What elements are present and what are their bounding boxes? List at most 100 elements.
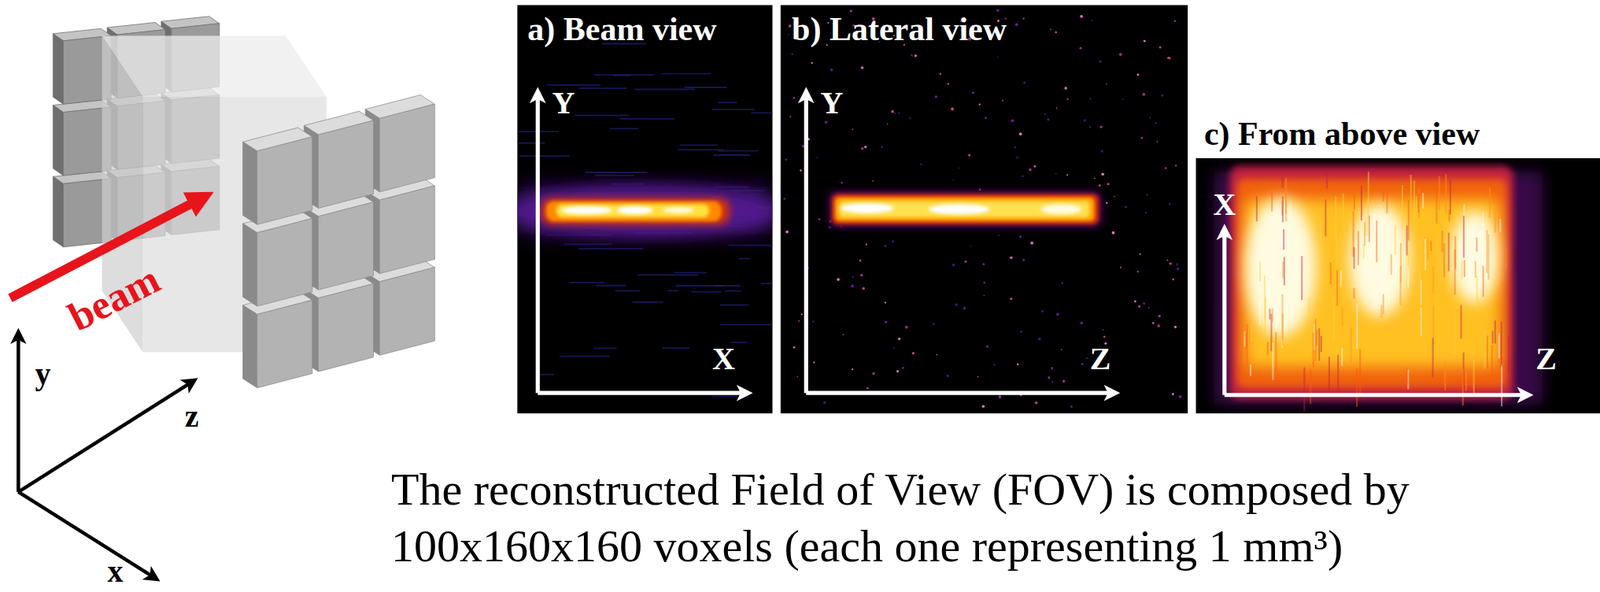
panel-title: a) Beam view [527, 12, 717, 46]
noise-dot [952, 179, 954, 182]
noise-dot [789, 115, 791, 118]
noise-streak [1349, 327, 1352, 363]
noise-dot [1016, 362, 1020, 366]
block-face [257, 218, 313, 307]
block-side [52, 176, 63, 247]
noise-dot [1174, 20, 1177, 23]
noise-streak [1320, 336, 1323, 352]
noise-dot [866, 387, 869, 390]
noise-dot [1167, 56, 1170, 60]
noise-streak [1328, 356, 1331, 395]
noise-streak [1308, 297, 1310, 327]
noise-streak [667, 289, 679, 292]
noise-streak [1341, 307, 1344, 326]
noise-dot [1112, 231, 1116, 235]
noise-dot [1149, 116, 1152, 119]
noise-streak [1382, 188, 1385, 202]
noise-dot [1067, 98, 1069, 100]
noise-dot [852, 276, 855, 279]
noise-dot [799, 169, 802, 171]
axis-arrow [18, 380, 194, 492]
noise-dot [884, 244, 887, 248]
noise-streak [1285, 177, 1287, 222]
noise-streak [1419, 238, 1422, 252]
noise-dot [886, 123, 889, 126]
noise-streak [1315, 318, 1317, 361]
noise-streak [1407, 266, 1409, 289]
noise-streak [1382, 293, 1385, 315]
noise-streak [1341, 347, 1343, 366]
heat-map [1214, 166, 1543, 411]
axis-label: z [184, 400, 200, 433]
noise-streak [609, 127, 639, 130]
noise-streak [1441, 230, 1444, 253]
detector-block [243, 127, 313, 225]
noise-dot [788, 24, 792, 28]
noise-dot [1137, 270, 1139, 273]
noise-streak [1486, 335, 1489, 368]
noise-streak [1353, 194, 1356, 211]
noise-dot [1079, 321, 1083, 324]
noise-dot [1168, 203, 1171, 205]
detector-block [303, 192, 374, 290]
noise-streak [1315, 329, 1318, 345]
noise-streak [1333, 297, 1335, 342]
noise-streak [1390, 254, 1393, 275]
noise-dot [912, 351, 915, 355]
noise-dot [1051, 380, 1054, 384]
noise-streak [1444, 361, 1446, 392]
noise-dot [1034, 401, 1038, 404]
noise-streak [1476, 275, 1479, 314]
noise-streak [711, 108, 754, 111]
noise-dot [860, 66, 864, 69]
image-panel: b) Lateral viewYZ [780, 4, 1188, 414]
noise-streak [1499, 218, 1501, 233]
noise-dot [1146, 194, 1149, 196]
noise-streak [739, 258, 751, 260]
block-face [379, 103, 435, 193]
axis-label: Y [820, 87, 843, 119]
noise-dot [810, 62, 813, 64]
noise-streak [1381, 254, 1383, 286]
noise-streak [1415, 196, 1418, 218]
noise-streak [661, 73, 711, 75]
block-face [318, 283, 374, 372]
noise-dot [1061, 281, 1064, 284]
noise-streak [1492, 330, 1494, 344]
noise-streak [1356, 368, 1358, 407]
noise-streak [1489, 187, 1491, 218]
noise-dot [1089, 126, 1091, 129]
noise-dot [1022, 258, 1025, 262]
block-side [243, 305, 258, 388]
noise-streak [1449, 179, 1452, 215]
noise-dot [970, 245, 972, 248]
noise-dot [1015, 22, 1019, 26]
axis-arrow [18, 491, 156, 579]
noise-streak [728, 244, 773, 247]
noise-dot [1103, 336, 1106, 339]
noise-dot [1023, 81, 1026, 85]
noise-streak [724, 290, 742, 292]
noise-dot [864, 145, 867, 148]
noise-streak [546, 84, 601, 86]
noise-dot [865, 243, 868, 245]
noise-streak [1448, 232, 1450, 272]
noise-dot [958, 167, 961, 170]
noise-streak [1485, 229, 1488, 273]
noise-dot [901, 366, 905, 370]
noise-dot [1055, 173, 1057, 175]
panel-title: b) Lateral view [791, 12, 1007, 46]
noise-dot [1140, 136, 1143, 140]
noise-dot [840, 181, 843, 185]
noise-dot [934, 95, 938, 98]
noise-streak [1336, 270, 1338, 307]
noise-dot [1009, 256, 1013, 259]
noise-streak [1484, 328, 1486, 370]
noise-dot [859, 259, 862, 263]
image-panel: c) From above viewXZ [1196, 110, 1600, 414]
noise-streak [1401, 184, 1404, 229]
noise-streak [1282, 229, 1285, 250]
noise-dot [968, 153, 971, 156]
noise-streak [1285, 193, 1287, 214]
noise-dot [1064, 86, 1067, 89]
